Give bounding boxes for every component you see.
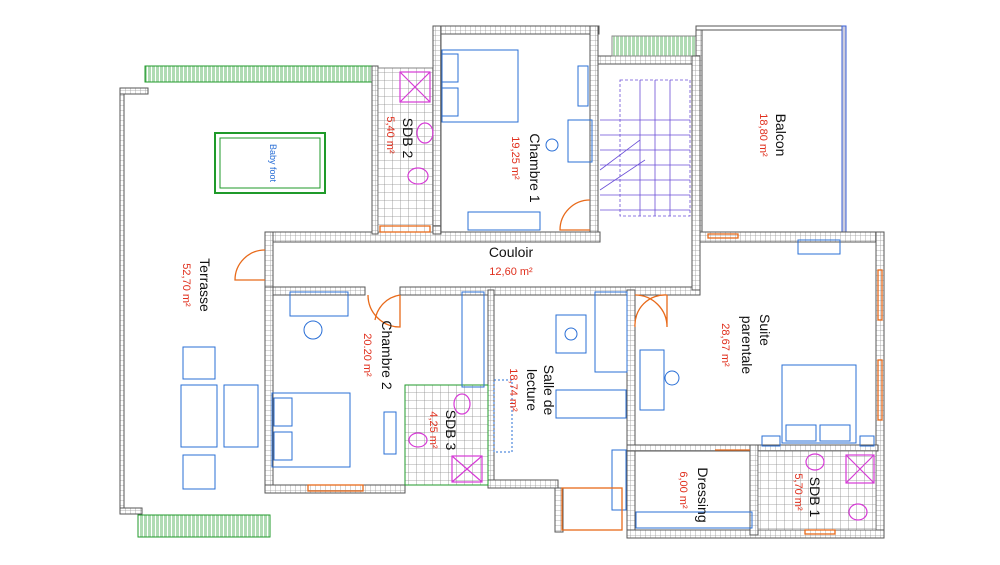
- window: [707, 233, 739, 239]
- armchair: [182, 346, 216, 380]
- balcon-area: 18,80 m²: [757, 113, 769, 157]
- chambre1-name: Chambre 1: [527, 133, 543, 202]
- sofa-left: [180, 384, 218, 448]
- toilet-sdb2: [407, 167, 429, 185]
- balcon-name: Balcon: [773, 114, 789, 157]
- window: [307, 484, 364, 492]
- sdb3-area: 4,25 m²: [427, 411, 439, 449]
- salle-area: 18,74 m²: [507, 368, 519, 412]
- door-terrasse: [234, 249, 266, 281]
- salle-name-line1: Salle de: [541, 365, 557, 416]
- bed-chambre2: [271, 392, 351, 468]
- sdb3-name: SDB 3: [443, 410, 459, 451]
- baby-foot-label: Baby foot: [268, 144, 278, 183]
- doors: [234, 199, 883, 535]
- window: [804, 529, 836, 535]
- bed-chambre1: [441, 49, 519, 123]
- suite-name-line2: parentale: [739, 316, 755, 375]
- room-labels: Terrasse 52,70 m² Chambre 1 19,25 m² SDB…: [180, 113, 823, 522]
- salle-name-line2: lecture: [524, 369, 540, 411]
- bed-suite: [781, 364, 857, 444]
- suite-name-line1: Suite: [757, 314, 773, 346]
- sdb3-floor: [404, 384, 489, 486]
- shower-sdb3: [451, 455, 483, 483]
- suite-area: 28,67 m²: [719, 323, 731, 367]
- shower-sdb2: [399, 71, 431, 103]
- chambre2-area: 20.20 m²: [361, 333, 373, 377]
- terrasse-name: Terrasse: [197, 258, 213, 312]
- walls: [119, 25, 885, 539]
- terrasse-area: 52,70 m²: [180, 263, 192, 307]
- window: [877, 359, 883, 421]
- dressing-name: Dressing: [695, 467, 711, 522]
- sdb2-area: 5,40 m²: [384, 116, 396, 154]
- sdb2-name: SDB 2: [400, 118, 416, 159]
- sdb1-area: 5,70 m²: [792, 473, 804, 511]
- window: [877, 269, 883, 321]
- sanitary: [399, 71, 875, 521]
- sink-sdb1: [805, 453, 825, 471]
- couloir-area: 12,60 m²: [489, 266, 533, 278]
- door-suite-b: [634, 294, 668, 328]
- door-chambre2: [367, 294, 401, 328]
- toilet-sdb1: [848, 503, 868, 521]
- shower-sdb1: [845, 454, 875, 484]
- furniture: [180, 49, 875, 529]
- sdb1-floor: [757, 450, 877, 531]
- chambre2-name: Chambre 2: [379, 320, 395, 389]
- window: [379, 225, 431, 233]
- sink-sdb3: [453, 393, 471, 415]
- door-chambre1: [559, 199, 591, 231]
- couloir-name: Couloir: [489, 244, 534, 260]
- sink-sdb2: [416, 122, 434, 144]
- staircase: [599, 79, 691, 217]
- sdb1-name: SDB 1: [807, 477, 823, 518]
- chambre1-area: 19,25 m²: [509, 136, 521, 180]
- baby-foot-table: Baby foot: [214, 132, 326, 194]
- door-suite: [634, 294, 668, 328]
- armchair: [182, 454, 216, 490]
- door-salle: [374, 294, 401, 321]
- dressing-area: 6,00 m²: [677, 471, 689, 509]
- sofa-right: [223, 384, 259, 448]
- window: [561, 487, 623, 531]
- toilet-sdb3: [408, 432, 428, 448]
